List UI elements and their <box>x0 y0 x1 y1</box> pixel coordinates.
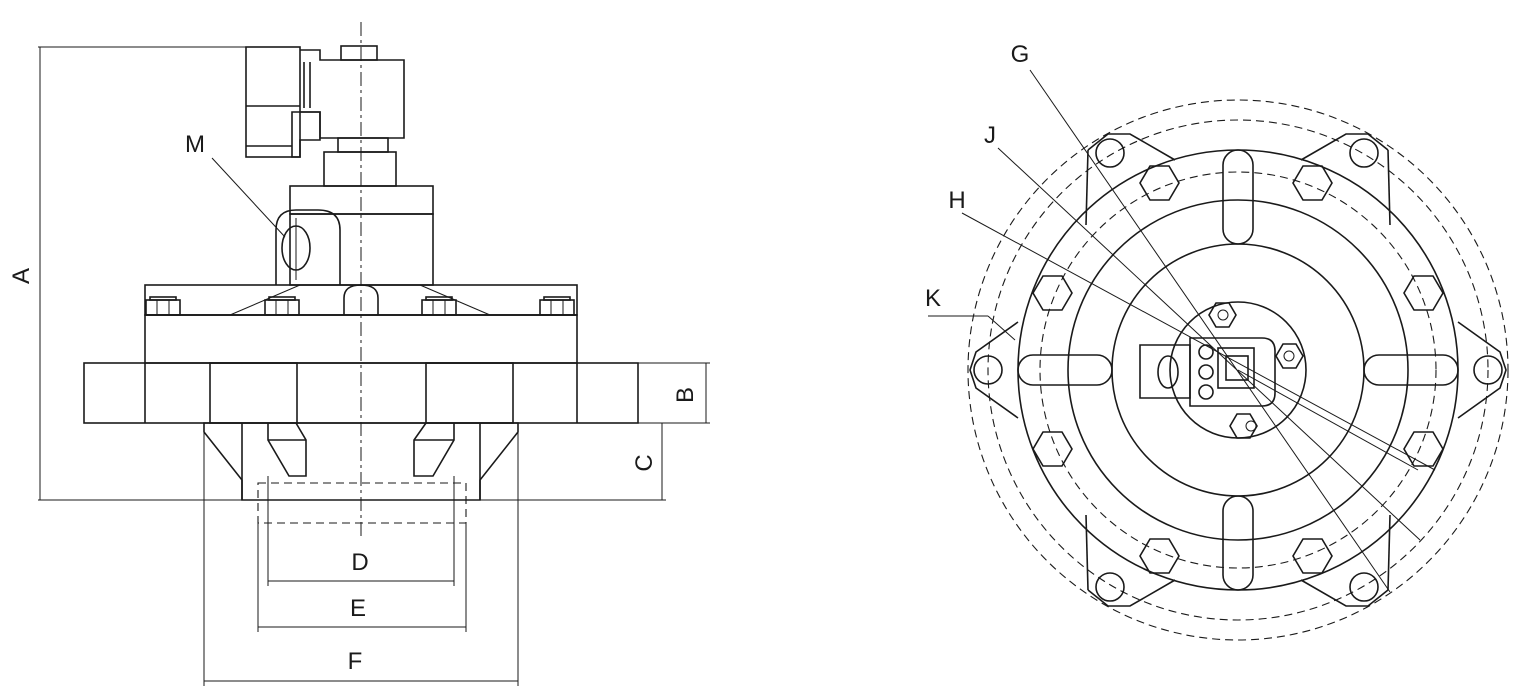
mid-pitch-circle <box>987 119 1489 621</box>
label-j: J <box>984 122 996 149</box>
cover-ribs <box>1017 149 1459 591</box>
label-m: M <box>185 131 205 158</box>
label-g: G <box>1011 41 1030 68</box>
dimension-a <box>38 46 246 501</box>
label-a: A <box>8 268 35 284</box>
plan-view: G J H K <box>925 41 1509 641</box>
dimension-c <box>480 422 666 501</box>
label-d: D <box>351 549 368 576</box>
label-f: F <box>348 648 363 675</box>
pilot-port-block <box>275 209 341 285</box>
leader-m <box>211 157 286 238</box>
solenoid-coil <box>245 45 405 158</box>
plan-leaders <box>928 69 1436 593</box>
label-k: K <box>925 285 941 312</box>
cover-bolts <box>145 296 575 316</box>
flange-lugs <box>969 133 1507 607</box>
dimension-f <box>203 432 519 686</box>
body-rim-circle <box>1067 199 1409 541</box>
label-c: C <box>631 454 658 471</box>
lug-holes <box>973 138 1503 602</box>
pilot-assembly <box>1139 302 1304 439</box>
body-hex-bolts <box>1032 165 1444 574</box>
label-e: E <box>350 595 366 622</box>
dimension-e <box>257 523 467 632</box>
side-view: A B C D E <box>8 22 710 686</box>
label-h: H <box>948 187 965 214</box>
armature-stem <box>323 137 397 187</box>
label-b: B <box>672 387 699 403</box>
outer-pitch-circle <box>967 99 1509 641</box>
dimension-d <box>267 476 455 586</box>
inner-pitch-circle <box>1039 171 1437 569</box>
